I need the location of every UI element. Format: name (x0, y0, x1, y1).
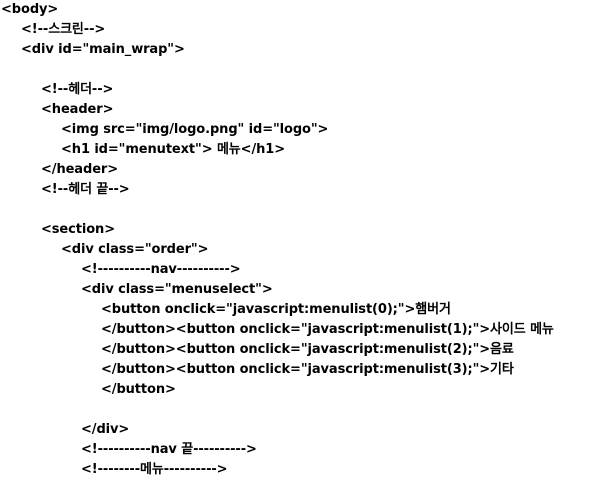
code-line-blank-3 (0, 400, 1, 420)
code-line-button-1: </button><button onclick="javascript:men… (101, 322, 554, 337)
code-line-button-close: </button> (101, 382, 176, 397)
code-line-comment-nav: <!----------nav----------> (81, 262, 241, 277)
code-line-blank-2 (0, 200, 1, 220)
code-line-button-3: </button><button onclick="javascript:men… (101, 362, 514, 377)
code-line-body-open: <body> (1, 2, 59, 17)
code-line-h1-menutext: <h1 id="menutext"> 메뉴</h1> (61, 142, 285, 157)
code-line-comment-header-end: <!--헤더 끝--> (41, 182, 130, 197)
code-line-comment-header: <!--헤더--> (41, 82, 114, 97)
code-line-img-logo: <img src="img/logo.png" id="logo"> (61, 122, 329, 137)
code-line-section-open: <section> (41, 222, 116, 237)
code-line-blank-1 (0, 60, 1, 80)
code-line-button-0: <button onclick="javascript:menulist(0);… (101, 302, 451, 317)
code-line-div-close: </div> (81, 422, 130, 437)
code-line-comment-menu: <!--------메뉴----------> (81, 462, 228, 477)
code-line-div-order: <div class="order"> (61, 242, 209, 257)
code-line-div-main-wrap: <div id="main_wrap"> (21, 42, 185, 57)
code-line-div-menuselect: <div class="menuselect"> (81, 282, 273, 297)
code-line-button-2: </button><button onclick="javascript:men… (101, 342, 514, 357)
code-line-comment-screen: <!--스크린--> (21, 22, 106, 37)
code-line-header-open: <header> (41, 102, 114, 117)
code-line-header-close: </header> (41, 162, 119, 177)
code-line-comment-nav-end: <!----------nav 끝----------> (81, 442, 257, 457)
